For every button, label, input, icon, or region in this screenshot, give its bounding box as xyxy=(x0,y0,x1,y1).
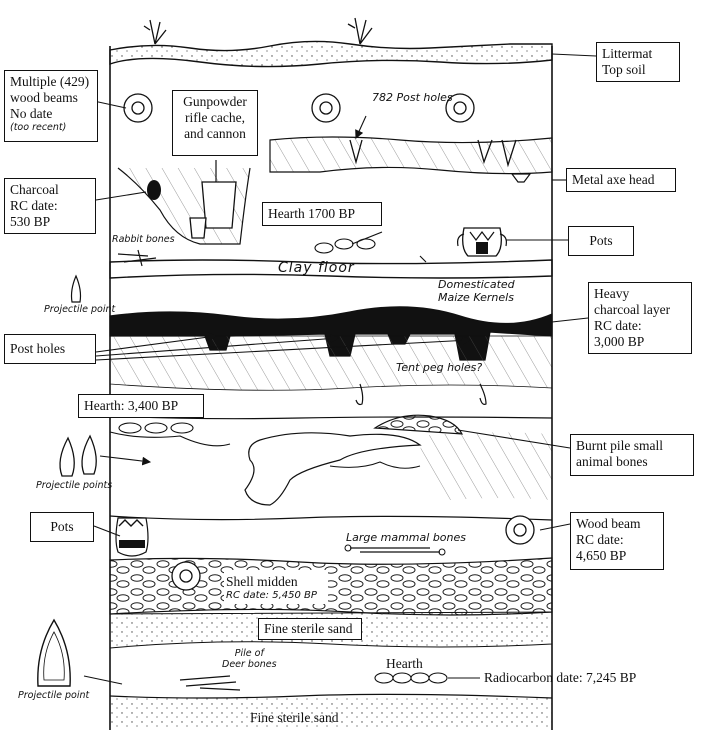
wood-beam-label: Wood beam RC date: 4,650 BP xyxy=(570,512,664,570)
hearth-3400-text: Hearth: 3,400 BP xyxy=(84,398,179,413)
deer-bones-label: Pile of Deer bones xyxy=(222,648,277,670)
gunpowder-line2: rifle cache, xyxy=(185,110,245,125)
pots-label-bottom: Pots xyxy=(30,512,94,542)
shell-midden-label: Shell midden RC date: 5,450 BP xyxy=(226,574,326,601)
maize-label: Domesticated Maize Kernels xyxy=(438,278,515,304)
fine-sand-text-1: Fine sterile sand xyxy=(264,621,353,636)
multiple-line4: (too recent) xyxy=(10,122,67,133)
heavy-line4: 3,000 BP xyxy=(594,334,645,349)
shell-line1: Shell midden xyxy=(226,574,298,589)
charcoal-label: Charcoal RC date: 530 BP xyxy=(4,178,96,234)
woodbeam-line1: Wood beam xyxy=(576,516,641,531)
pots-text-bottom: Pots xyxy=(50,519,74,534)
projectile-point-label-1: Projectile point xyxy=(44,304,116,315)
gunpowder-label: Gunpowder rifle cache, and cannon xyxy=(172,90,258,156)
burnt-pile-label: Burnt pile small animal bones xyxy=(570,434,694,476)
pots-label-top: Pots xyxy=(568,226,634,256)
mammal-bones-label: Large mammal bones xyxy=(346,531,467,544)
woodbeam-line2: RC date: xyxy=(576,532,624,547)
burnt-line1: Burnt pile small xyxy=(576,438,663,453)
projectile-point-label-3: Projectile point xyxy=(18,690,90,701)
pot-icon xyxy=(115,517,149,557)
deer-line1: Pile of xyxy=(234,648,264,659)
hearth-bottom-label: Hearth xyxy=(386,656,423,671)
gunpowder-line3: and cannon xyxy=(184,126,246,141)
maize-line1: Domesticated xyxy=(438,278,515,291)
deer-line2: Deer bones xyxy=(222,659,277,670)
heavy-line3: RC date: xyxy=(594,318,642,333)
woodbeam-line3: 4,650 BP xyxy=(576,548,627,563)
multiple-beams-label: Multiple (429) wood beams No date (too r… xyxy=(4,70,98,142)
projectile-point-icon xyxy=(37,618,71,687)
rabbit-bones-label: Rabbit bones xyxy=(112,234,175,245)
charcoal-line1: Charcoal xyxy=(10,182,59,197)
post-holes-782-label: 782 Post holes xyxy=(372,91,453,104)
clay-floor-label: Clay floor xyxy=(278,260,355,276)
maize-line2: Maize Kernels xyxy=(438,291,514,304)
projectile-point-icon xyxy=(70,274,82,303)
pots-text-top: Pots xyxy=(589,233,613,248)
wood-beam-icon xyxy=(311,93,341,123)
projectile-points-label: Projectile points xyxy=(36,480,113,491)
projectile-point-icon xyxy=(59,434,97,477)
wood-beam-icon xyxy=(171,561,201,591)
multiple-line3: No date xyxy=(10,106,53,121)
pot-icon xyxy=(457,227,507,257)
littermat-label: Littermat Top soil xyxy=(596,42,680,82)
multiple-line1: Multiple (429) xyxy=(10,74,90,89)
metal-axe-label: Metal axe head xyxy=(566,168,676,192)
fine-sand-label-1: Fine sterile sand xyxy=(258,618,362,640)
littermat-line2: Top soil xyxy=(602,62,646,77)
wood-beam-icon xyxy=(445,93,475,123)
heavy-charcoal-label: Heavy charcoal layer RC date: 3,000 BP xyxy=(588,282,692,354)
multiple-line2: wood beams xyxy=(10,90,78,105)
post-holes-label: Post holes xyxy=(4,334,96,364)
charcoal-line3: 530 BP xyxy=(10,214,51,229)
hearth-1700-text: Hearth 1700 BP xyxy=(268,206,355,221)
gunpowder-line1: Gunpowder xyxy=(183,94,247,109)
tent-peg-label: Tent peg holes? xyxy=(396,361,483,374)
wood-beam-icon xyxy=(505,515,535,545)
heavy-line1: Heavy xyxy=(594,286,630,301)
littermat-line1: Littermat xyxy=(602,46,653,61)
burnt-line2: animal bones xyxy=(576,454,648,469)
metal-axe-text: Metal axe head xyxy=(572,172,655,187)
hearth-1700-label: Hearth 1700 BP xyxy=(262,202,382,226)
wood-beam-icon xyxy=(123,93,153,123)
charcoal-icon xyxy=(147,180,161,200)
fine-sand-label-2: Fine sterile sand xyxy=(250,710,339,725)
radiocarbon-label: Radiocarbon date: 7,245 BP xyxy=(484,670,637,685)
hearth-3400-label: Hearth: 3,400 BP xyxy=(78,394,204,418)
shell-line2: RC date: 5,450 BP xyxy=(226,590,317,601)
charcoal-line2: RC date: xyxy=(10,198,58,213)
heavy-line2: charcoal layer xyxy=(594,302,671,317)
post-holes-text: Post holes xyxy=(10,341,66,356)
